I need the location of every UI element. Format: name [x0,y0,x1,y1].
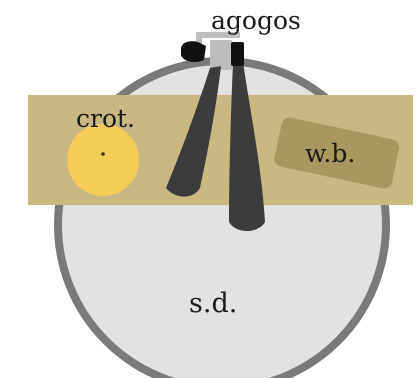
agogo-bell-top-cap [231,42,244,66]
crotale-label: crot. [76,104,135,133]
agogo-handle [196,32,240,44]
snare-drum-label: s.d. [189,288,237,319]
crotale-disc [67,124,139,196]
crotale-center-dot [101,152,105,156]
woodblock-block [274,117,400,189]
agogo-bell-right [229,62,265,231]
agogo-left-cap [181,41,206,63]
agogo-bell-left [166,66,221,197]
agogos-label: agogos [211,6,301,35]
woodblock-label: w.b. [305,139,355,168]
agogo-clamp [210,40,232,70]
